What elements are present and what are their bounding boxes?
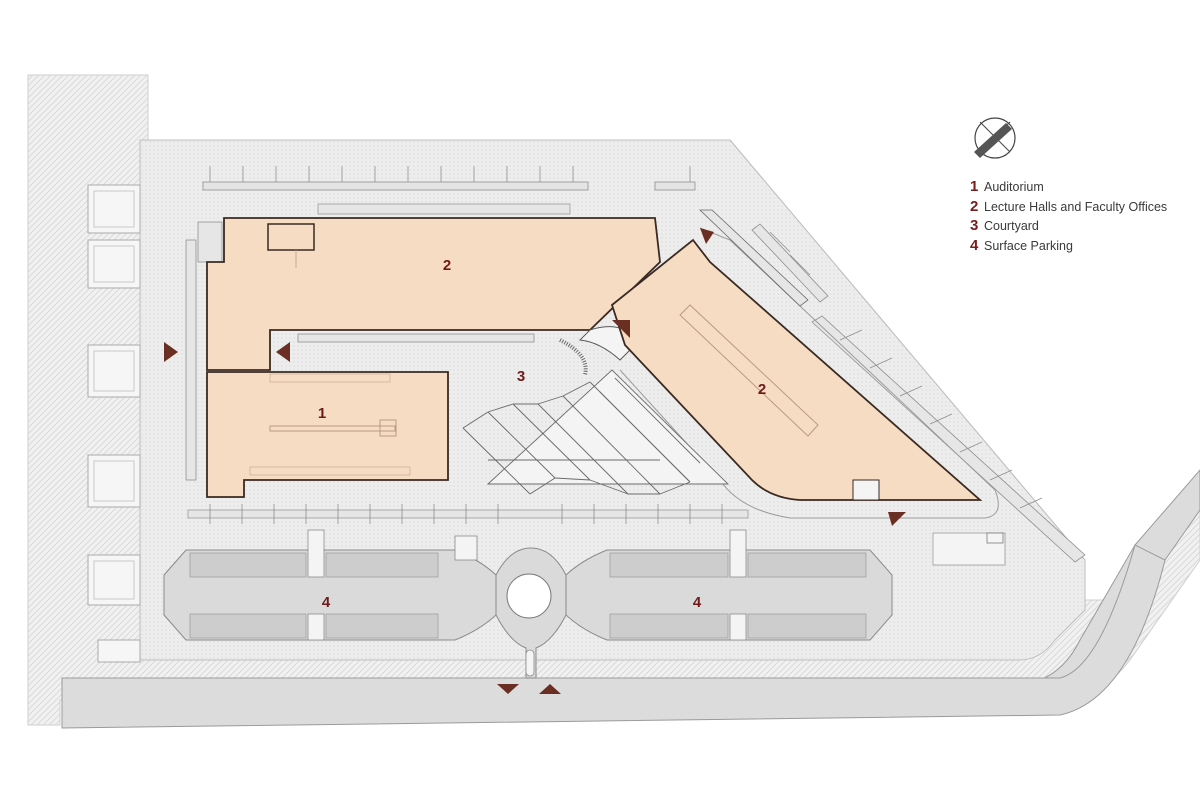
legend-number: 3 — [970, 217, 979, 234]
auditorium-seats — [249, 373, 411, 476]
zone-label-parking-west: 4 — [322, 594, 331, 611]
canopy-lattice — [462, 377, 701, 495]
entrance-arrow-icon — [276, 342, 290, 362]
entrance-arrow-icon — [700, 228, 714, 244]
courtyard-bench — [297, 333, 535, 343]
zone-label-lecture-east: 2 — [758, 381, 766, 398]
legend-item-auditorium: 1 Auditorium — [970, 178, 1167, 198]
courtyard-canopy — [486, 369, 730, 485]
zone-label-courtyard: 3 — [517, 368, 525, 385]
legend-number: 4 — [970, 236, 979, 254]
west-stair — [197, 221, 223, 263]
east-stair — [852, 479, 880, 501]
zone-label-parking-east: 4 — [693, 594, 702, 611]
ne-walkway-ticks — [769, 231, 1043, 509]
north-strip — [317, 203, 571, 215]
legend: 1 Auditorium 2 Lecture Halls and Faculty… — [970, 178, 1167, 256]
legend-label: Auditorium — [984, 180, 1044, 194]
south-walkway-posts — [209, 504, 723, 524]
legend-item-lecture-halls: 2 Lecture Halls and Faculty Offices — [970, 198, 1167, 218]
entrance-arrows — [164, 228, 906, 694]
legend-label: Courtyard — [984, 219, 1039, 233]
entrance-arrow-icon — [612, 320, 630, 338]
atrium-stair — [559, 338, 588, 376]
auditorium-stage — [269, 425, 396, 432]
legend-number: 2 — [970, 197, 979, 215]
top-walkway-east — [654, 181, 696, 191]
zone-label-lecture-west: 2 — [443, 257, 451, 274]
legend-label: Surface Parking — [984, 238, 1073, 253]
east-hall-core — [679, 304, 819, 437]
legend-item-courtyard: 3 Courtyard — [970, 217, 1167, 237]
legend-number: 1 — [970, 178, 979, 195]
planter-inner — [93, 190, 135, 600]
west-core — [267, 223, 315, 251]
legend-item-parking: 4 Surface Parking — [970, 237, 1167, 257]
lecture-building-west — [206, 217, 661, 371]
walkway-ticks — [209, 166, 691, 182]
entrance-arrow-icon — [888, 512, 906, 526]
legend-label: Lecture Halls and Faculty Offices — [984, 199, 1168, 214]
parking-islands — [307, 529, 747, 641]
south-walkway — [187, 509, 749, 519]
entrance-arrow-icon — [164, 342, 178, 362]
north-arrow-icon — [974, 117, 1016, 159]
entrance-arrow-icon — [497, 684, 519, 694]
zone-label-auditorium: 1 — [318, 405, 326, 422]
auditorium-platform — [379, 419, 397, 437]
roundabout-island — [506, 573, 552, 619]
service-box — [986, 532, 1004, 544]
parking-bays — [189, 552, 867, 639]
median — [525, 649, 535, 677]
west-ramp — [185, 239, 197, 481]
ne-stair-tower — [699, 209, 809, 307]
tree-planters — [87, 184, 141, 663]
main-road — [61, 544, 1166, 729]
ne-walkways — [751, 223, 1086, 563]
east-curb — [619, 227, 999, 519]
top-walkway — [202, 181, 589, 191]
auditorium-building — [206, 371, 449, 498]
entrance-arrow-icon — [539, 684, 561, 694]
